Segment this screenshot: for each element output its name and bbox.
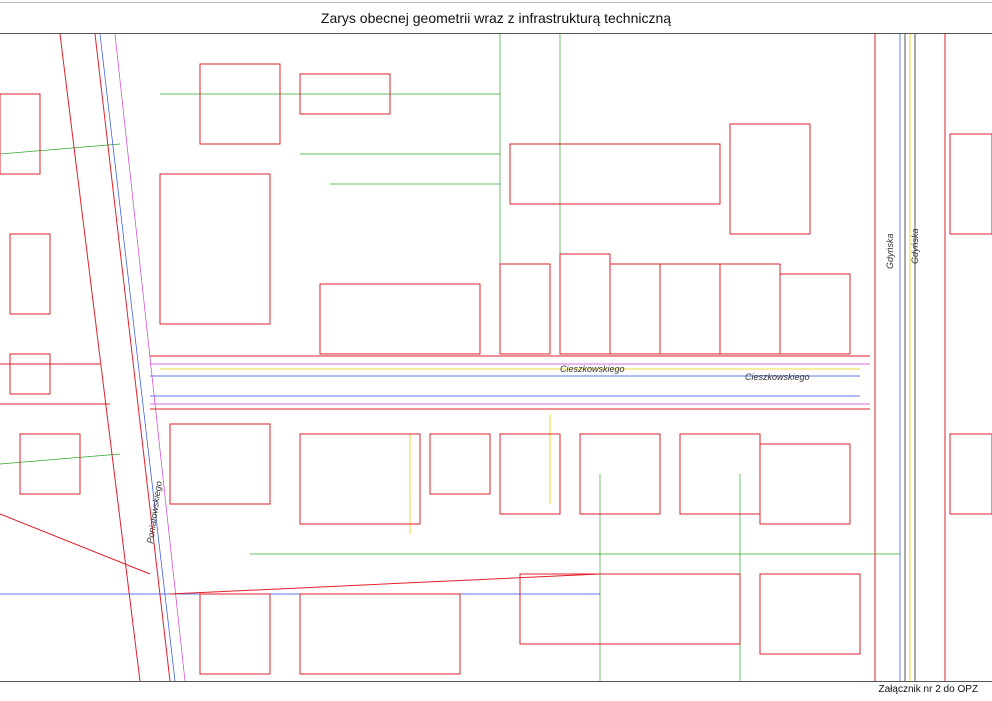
map-canvas: Cieszkowskiego Cieszkowskiego Gdyńska Gd… <box>0 33 992 682</box>
magenta-utility-lines <box>114 33 870 682</box>
green-parcel-lines <box>0 34 900 681</box>
parcel-boundaries <box>0 33 992 682</box>
street-label-gdynska-1: Gdyńska <box>885 233 895 269</box>
road-centerlines <box>904 34 916 681</box>
attachment-caption: Załącznik nr 2 do OPZ <box>878 684 978 695</box>
yellow-utility-lines <box>160 34 911 681</box>
page-title: Zarys obecnej geometrii wraz z infrastru… <box>320 10 672 26</box>
top-rule <box>0 2 992 3</box>
street-label-cieszkowskiego-2: Cieszkowskiego <box>745 372 810 382</box>
blue-utility-lines <box>0 33 901 682</box>
street-label-cieszkowskiego-1: Cieszkowskiego <box>560 364 625 374</box>
street-label-gdynska-2: Gdyńska <box>910 228 920 264</box>
technical-map[interactable]: Cieszkowskiego Cieszkowskiego Gdyńska Gd… <box>0 33 992 682</box>
